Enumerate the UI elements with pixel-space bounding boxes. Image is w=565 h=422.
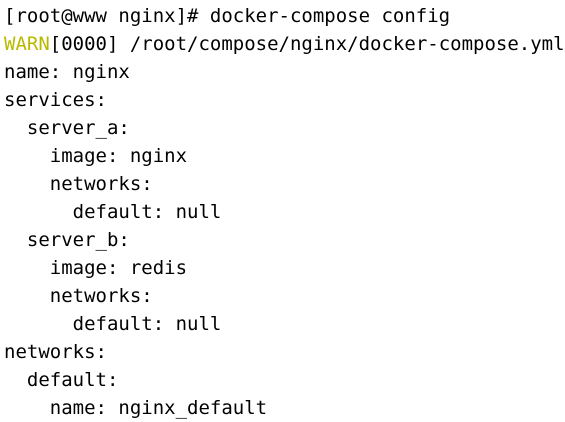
warn-label: WARN xyxy=(4,33,50,55)
output-line: server_b: xyxy=(4,229,130,251)
output-line: networks: xyxy=(4,285,153,307)
command-text: docker-compose config xyxy=(209,5,451,27)
output-line: name: nginx_default xyxy=(4,397,268,419)
output-line: name: nginx xyxy=(4,61,130,83)
output-line: server_a: xyxy=(4,117,130,139)
warning-line: WARN[0000] /root/compose/nginx/docker-co… xyxy=(4,30,565,58)
shell-prompt: [root@www nginx]# xyxy=(4,5,210,27)
output-line: networks: xyxy=(4,173,153,195)
output-line: default: null xyxy=(4,313,222,335)
command-line: [root@www nginx]# docker-compose config xyxy=(4,2,541,30)
warn-message: [0000] /root/compose/nginx/docker-compos… xyxy=(49,33,565,55)
output-line: image: nginx xyxy=(4,145,188,167)
output-line: default: null xyxy=(4,201,222,223)
output-line: services: xyxy=(4,89,107,111)
output-line: image: redis xyxy=(4,257,188,279)
output-line: default: xyxy=(4,369,119,391)
output-line: networks: xyxy=(4,341,107,363)
